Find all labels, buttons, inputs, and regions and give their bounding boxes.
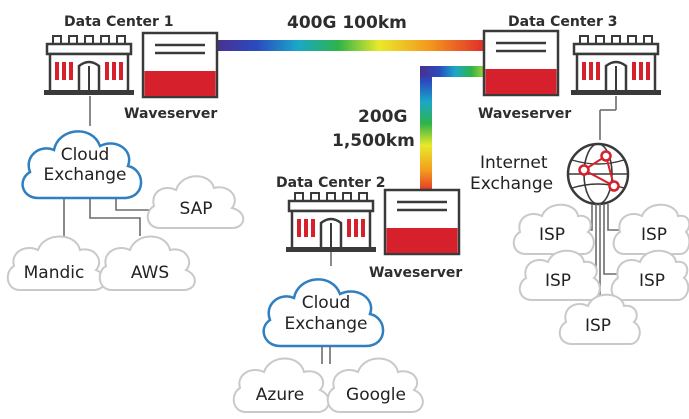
sap-label: SAP — [180, 199, 213, 219]
isp-label-2: ISP — [641, 225, 667, 245]
isp-cloud-5-shape — [558, 293, 641, 345]
internet-exchange-globe-icon — [566, 142, 630, 206]
isp-cloud-4-shape — [610, 249, 689, 301]
azure-label: Azure — [256, 385, 304, 405]
internet-exchange-label-2: Exchange — [470, 174, 553, 194]
isp-label-4: ISP — [639, 271, 665, 291]
dc1-cloud-exchange-shape — [21, 130, 143, 200]
internet-exchange-label-1: Internet — [480, 153, 548, 173]
dc2-waveserver-icon — [383, 188, 461, 256]
dc2-waveserver-label: Waveserver — [369, 265, 462, 281]
aws-cloud-shape — [98, 235, 196, 291]
sap-cloud-shape — [146, 175, 245, 229]
dc1-waveserver-label: Waveserver — [124, 106, 217, 122]
dc3-building-icon — [569, 34, 663, 97]
link-200g-vertical — [420, 66, 432, 194]
google-label: Google — [346, 385, 406, 405]
google-cloud-shape — [326, 357, 424, 413]
isp-cloud-3-shape — [518, 249, 601, 301]
dc2-title: Data Center 2 — [276, 175, 386, 191]
link-200g-label-2: 1,500km — [332, 131, 415, 151]
link-200g-horizontal — [420, 66, 484, 77]
link-400g-label: 400G 100km — [287, 13, 407, 33]
link-400g-bar — [216, 40, 488, 51]
dc1-title: Data Center 1 — [64, 14, 174, 30]
dc3-title: Data Center 3 — [508, 14, 618, 30]
aws-label: AWS — [131, 263, 169, 283]
link-200g-label-1: 200G — [358, 107, 407, 127]
isp-label-3: ISP — [545, 271, 571, 291]
isp-cloud-1-shape — [512, 203, 595, 255]
isp-cloud-2-shape — [612, 203, 689, 255]
dc1-building-icon — [42, 34, 136, 97]
dc3-waveserver-label: Waveserver — [478, 106, 571, 122]
mandic-label: Mandic — [24, 263, 85, 283]
dc1-waveserver-icon — [141, 31, 219, 99]
dc2-building-icon — [284, 191, 378, 254]
dc2-cloud-exchange-shape — [262, 278, 385, 348]
isp-label-5: ISP — [585, 316, 611, 336]
dc3-waveserver-icon — [482, 29, 560, 97]
azure-cloud-shape — [232, 357, 330, 413]
isp-label-1: ISP — [539, 225, 565, 245]
